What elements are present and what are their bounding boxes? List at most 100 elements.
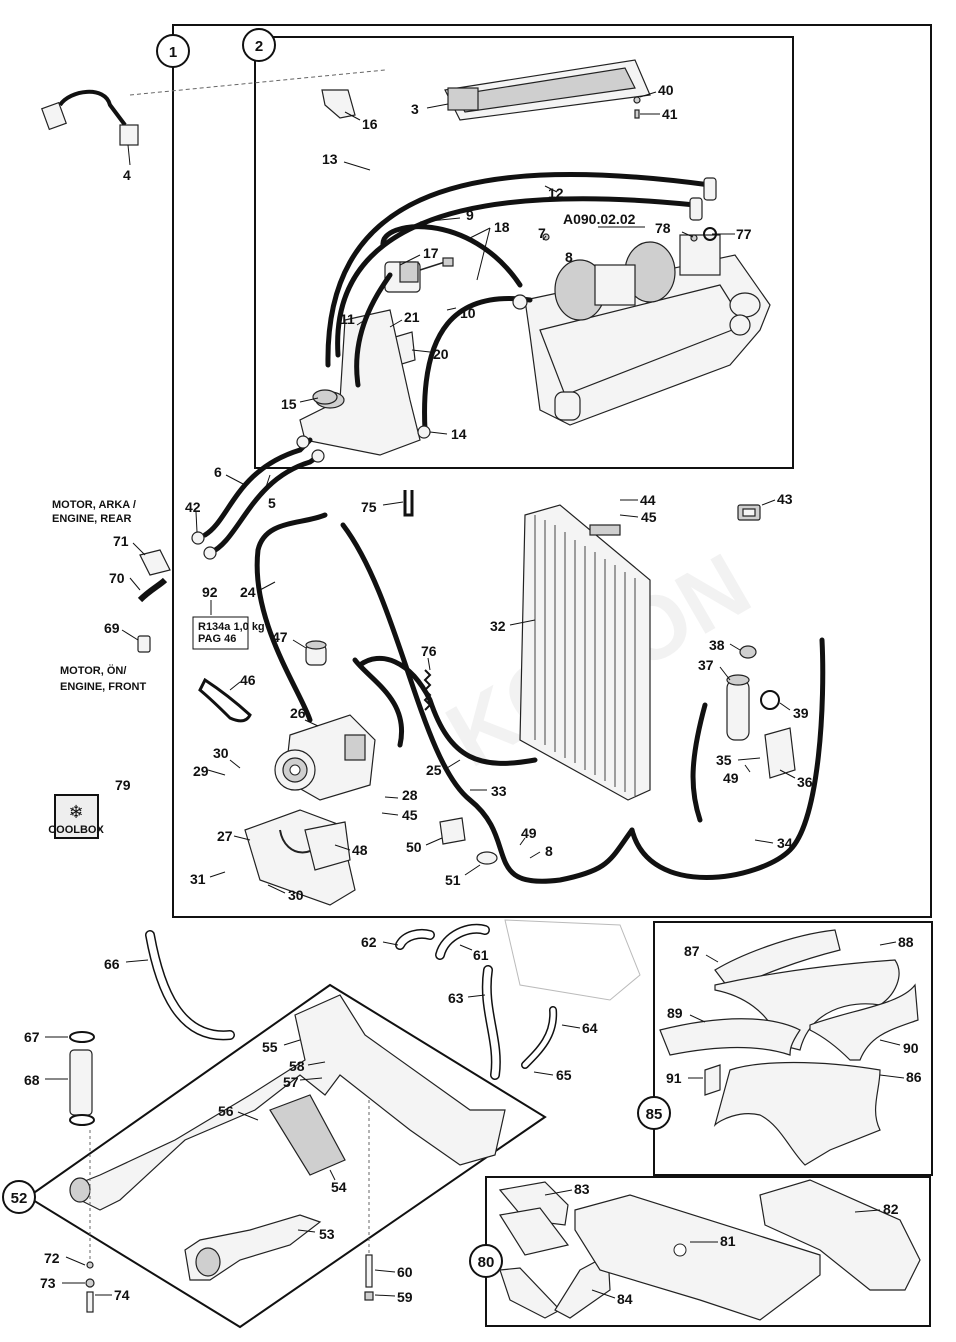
callout-53: 53 xyxy=(319,1226,335,1242)
callout-73: 73 xyxy=(40,1275,56,1291)
clamp-51 xyxy=(476,851,498,865)
group-circle-1: 1 xyxy=(156,34,190,68)
nut-73 xyxy=(85,1278,95,1288)
bolt-74 xyxy=(86,1291,94,1313)
clamp-14 xyxy=(417,425,431,439)
callout-92: 92 xyxy=(202,584,218,600)
callout-47: 47 xyxy=(272,629,288,645)
callout-18: 18 xyxy=(494,219,510,235)
callout-49b: 49 xyxy=(521,825,537,841)
nut-42b xyxy=(203,546,217,560)
hose-12 xyxy=(335,196,698,358)
callout-56: 56 xyxy=(218,1103,234,1119)
callout-70: 70 xyxy=(109,570,125,586)
refrigerant-sticker-92: R134a 1,0 kg PAG 46 xyxy=(192,616,265,650)
callout-33: 33 xyxy=(491,783,507,799)
callout-27: 27 xyxy=(217,828,233,844)
svg-text:PAG 46: PAG 46 xyxy=(198,633,236,645)
callout-36: 36 xyxy=(797,774,813,790)
callout-79: 79 xyxy=(115,777,131,793)
callout-60: 60 xyxy=(397,1264,413,1280)
svg-text:52: 52 xyxy=(11,1190,28,1207)
svg-text:85: 85 xyxy=(646,1106,663,1123)
callout-50: 50 xyxy=(406,839,422,855)
group-52-frame xyxy=(26,983,547,1329)
hose-34 xyxy=(629,637,826,880)
callout-44: 44 xyxy=(640,492,656,508)
callout-51: 51 xyxy=(445,872,461,888)
background-radiator xyxy=(504,919,641,1001)
callout-30a: 30 xyxy=(213,745,229,761)
callout-3: 3 xyxy=(411,101,419,117)
clip-75 xyxy=(403,490,414,517)
grommet-15 xyxy=(312,389,338,405)
callout-74: 74 xyxy=(114,1287,130,1303)
pipe-68 xyxy=(69,1031,95,1126)
callout-67: 67 xyxy=(24,1029,40,1045)
top-vent xyxy=(444,59,651,121)
callout-86: 86 xyxy=(906,1069,922,1085)
svg-text:80: 80 xyxy=(478,1254,495,1271)
callout-61: 61 xyxy=(473,947,489,963)
group-circle-52: 52 xyxy=(2,1180,36,1214)
callout-62: 62 xyxy=(361,934,377,950)
callout-43: 43 xyxy=(777,491,793,507)
fitting-5 xyxy=(311,449,325,463)
bushing-47 xyxy=(305,640,327,666)
callout-29: 29 xyxy=(193,763,209,779)
group-2-frame xyxy=(254,36,794,469)
callout-57: 57 xyxy=(283,1074,299,1090)
clamp-9 xyxy=(512,294,528,310)
callout-24: 24 xyxy=(240,584,256,600)
washer-40 xyxy=(633,96,641,104)
evaporator-unit xyxy=(524,234,771,426)
group-circle-2: 2 xyxy=(242,28,276,62)
washer-78 xyxy=(690,234,698,242)
callout-75: 75 xyxy=(361,499,377,515)
sensor-harness-4 xyxy=(41,89,139,146)
callout-78: 78 xyxy=(655,220,671,236)
callout-54: 54 xyxy=(331,1179,347,1195)
group-1-frame xyxy=(172,24,932,918)
callout-6: 6 xyxy=(214,464,222,480)
callout-40: 40 xyxy=(658,82,674,98)
fitting-12 xyxy=(703,177,717,201)
chassis-frame xyxy=(69,994,506,1281)
hose-6 xyxy=(202,437,313,538)
callout-90: 90 xyxy=(903,1040,919,1056)
svg-text:2: 2 xyxy=(255,38,263,55)
callout-48: 48 xyxy=(352,842,368,858)
fittings-69-71 xyxy=(137,549,171,653)
callout-45a: 45 xyxy=(641,509,657,525)
callout-7: 7 xyxy=(538,225,546,241)
note-engine-front-2: ENGINE, FRONT xyxy=(60,681,146,693)
callout-34: 34 xyxy=(777,835,793,851)
hose-33 xyxy=(340,522,635,884)
callout-26: 26 xyxy=(290,705,306,721)
hose-9 xyxy=(380,224,523,288)
callout-5: 5 xyxy=(268,495,276,511)
callout-71: 71 xyxy=(113,533,129,549)
callout-76: 76 xyxy=(421,643,437,659)
note-engine-rear-1: MOTOR, ARKA / xyxy=(52,499,136,511)
washer-72 xyxy=(86,1261,94,1269)
clamp-50 xyxy=(439,817,466,845)
svg-text:1: 1 xyxy=(169,44,177,61)
note-engine-front-1: MOTOR, ÖN/ xyxy=(60,664,126,677)
guide-line xyxy=(129,69,386,96)
callout-87: 87 xyxy=(684,943,700,959)
callout-37: 37 xyxy=(698,657,714,673)
drier-37 xyxy=(726,645,796,779)
callout-9: 9 xyxy=(466,207,474,223)
callout-31: 31 xyxy=(190,871,206,887)
callout-15: 15 xyxy=(281,396,297,412)
coolbox-badge-79: ❄ COOLBOX xyxy=(48,794,104,839)
callout-91: 91 xyxy=(666,1070,682,1086)
callout-28: 28 xyxy=(402,787,418,803)
switch-43 xyxy=(737,504,761,521)
callout-39: 39 xyxy=(793,705,809,721)
hose-5 xyxy=(207,452,323,556)
callout-42: 42 xyxy=(185,499,201,515)
